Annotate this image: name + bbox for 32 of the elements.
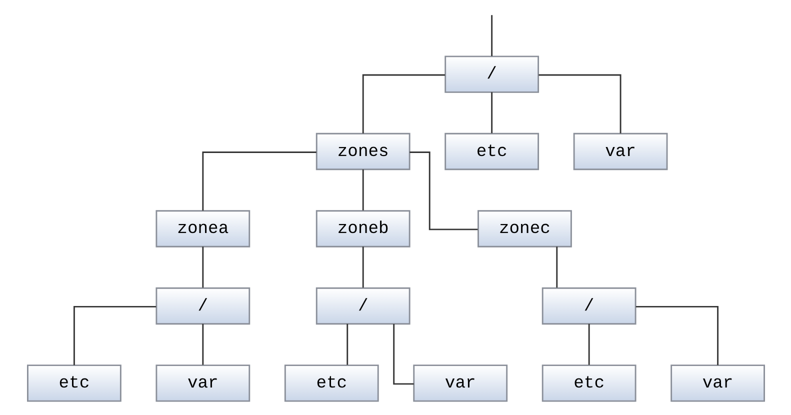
connector: [362, 74, 444, 134]
node-box: etc: [26, 364, 121, 402]
node-box: zoneb: [315, 210, 410, 248]
connector: [346, 324, 348, 365]
connector: [362, 169, 364, 210]
connector: [409, 152, 478, 230]
node-box: /: [315, 287, 410, 325]
node-box: /: [541, 287, 636, 325]
node-box: zonea: [155, 210, 250, 248]
node-box: /: [155, 287, 250, 325]
node-box: var: [412, 364, 508, 402]
connector: [202, 324, 204, 365]
connector: [538, 74, 621, 134]
connector: [556, 246, 558, 288]
node-box: var: [670, 364, 764, 402]
connector: [635, 306, 718, 366]
connector: [202, 246, 204, 288]
node-box: zones: [315, 132, 410, 170]
connector: [490, 92, 492, 134]
connector: [362, 246, 364, 288]
node-box: etc: [284, 364, 378, 402]
connector: [73, 306, 156, 366]
connector: [588, 324, 590, 365]
connector: [392, 324, 414, 385]
node-box: zonec: [477, 210, 572, 248]
node-box: var: [572, 132, 668, 170]
node-box: etc: [444, 132, 539, 170]
connector: [202, 152, 316, 211]
node-box: var: [155, 364, 250, 402]
connector: [490, 15, 492, 56]
node-box: etc: [541, 364, 636, 402]
node-box: /: [444, 56, 539, 93]
